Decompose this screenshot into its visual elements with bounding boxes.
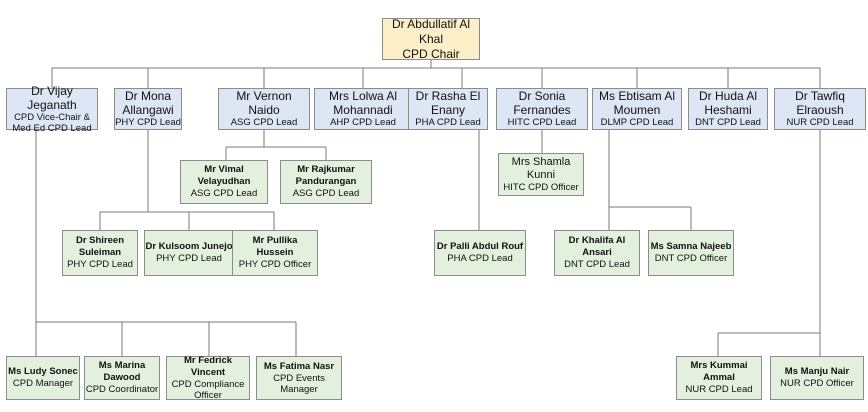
staff-role: HITC CPD Officer [503, 181, 579, 193]
staff-box-phy-shireen: Dr Shireen Suleiman PHY CPD Lead [62, 230, 138, 276]
lead-name: Mrs Lolwa Al Mohannadi [328, 89, 398, 118]
lead-box-hitc: Dr Sonia Fernandes HITC CPD Lead [496, 88, 588, 130]
lead-name: Dr Sonia Fernandes [513, 89, 571, 118]
lead-box-ahp: Mrs Lolwa Al Mohannadi AHP CPD Lead [314, 88, 412, 130]
staff-box-meded-ludy: Ms Ludy Sonec CPD Manager [6, 356, 80, 400]
lead-name: Dr Huda Al Heshami [698, 89, 758, 118]
staff-role: ASG CPD Lead [190, 188, 258, 200]
lead-box-phy: Dr Mona Allangawi PHY CPD Lead [114, 88, 182, 130]
staff-role: DNT CPD Lead [564, 259, 630, 271]
lead-name: Ms Ebtisam Al Moumen [598, 89, 676, 118]
staff-name: Dr Khalifa Al Ansari [568, 235, 626, 259]
lead-name: Dr Mona Allangawi [122, 89, 174, 118]
lead-box-meded: Dr Vijay Jeganath CPD Vice-Chair & Med E… [6, 84, 98, 134]
staff-box-dnt-khalifa: Dr Khalifa Al Ansari DNT CPD Lead [554, 230, 640, 276]
staff-name: Mrs Kummai Ammal [690, 360, 748, 384]
staff-box-nur-kummai: Mrs Kummai Ammal NUR CPD Lead [676, 356, 762, 400]
staff-name: Dr Kulsoom Junejo [145, 241, 233, 253]
staff-name: Mr Rajkumar Pandurangan [295, 164, 357, 188]
lead-role: NUR CPD Lead [786, 117, 854, 129]
staff-box-meded-fedrick: Mr Fedrick Vincent CPD Compliance Office… [166, 354, 250, 402]
chair-box: Dr Abdullatif Al Khal CPD Chair [382, 16, 480, 61]
lead-role: DLMP CPD Lead [600, 117, 674, 129]
lead-role: AHP CPD Lead [330, 117, 396, 129]
staff-box-nur-manju: Ms Manju Nair NUR CPD Officer [770, 356, 864, 400]
staff-box-pha-palli: Dr Palli Abdul Rouf PHA CPD Lead [434, 230, 526, 276]
lead-role: ASG CPD Lead [230, 117, 298, 129]
lead-role: HITC CPD Lead [507, 117, 577, 129]
staff-box-phy-pullika: Mr Pullika Hussein PHY CPD Officer [232, 230, 318, 276]
staff-role: CPD Manager [12, 378, 74, 390]
staff-name: Mrs Shamla Kunni [511, 155, 571, 181]
staff-name: Ms Manju Nair [784, 366, 850, 378]
lead-name: Mr Vernon Naido [236, 89, 292, 118]
staff-name: Ms Samna Najeeb [650, 241, 732, 253]
staff-role: CPD Coordinator [85, 384, 159, 396]
staff-name: Mr Vimal Velayudhan [197, 164, 251, 188]
staff-role: DNT CPD Officer [654, 253, 728, 265]
lead-name: Dr Vijay Jeganath [27, 83, 77, 112]
staff-role: ASG CPD Lead [292, 188, 360, 200]
lead-box-dlmp: Ms Ebtisam Al Moumen DLMP CPD Lead [592, 88, 682, 130]
lead-box-dnt: Dr Huda Al Heshami DNT CPD Lead [688, 88, 768, 130]
staff-role: PHY CPD Lead [67, 259, 133, 271]
staff-name: Mr Fedrick Vincent [183, 354, 233, 378]
lead-role: DNT CPD Lead [695, 117, 761, 129]
chair-name: Dr Abdullatif Al Khal [391, 16, 471, 46]
staff-name: Dr Shireen Suleiman [75, 235, 125, 259]
lead-name: Dr Tawfiq Elraoush [795, 89, 845, 118]
lead-box-nur: Dr Tawfiq Elraoush NUR CPD Lead [774, 88, 866, 130]
staff-box-meded-fatima: Ms Fatima Nasr CPD Events Manager [256, 356, 342, 400]
staff-role: PHA CPD Lead [447, 253, 513, 265]
staff-box-asg-vimal: Mr Vimal Velayudhan ASG CPD Lead [180, 160, 268, 204]
staff-role: CPD Events Manager [273, 372, 325, 396]
staff-box-hitc-shamla: Mrs Shamla Kunni HITC CPD Officer [498, 153, 584, 196]
lead-role: CPD Vice-Chair & Med Ed CPD Lead [12, 111, 92, 135]
lead-role: PHY CPD Lead [115, 117, 181, 129]
lead-box-asg: Mr Vernon Naido ASG CPD Lead [218, 88, 310, 130]
lead-role: PHA CPD Lead [415, 117, 481, 129]
staff-role: NUR CPD Lead [685, 384, 753, 396]
staff-role: CPD Compliance Officer [171, 378, 245, 402]
lead-name: Dr Rasha El Enany [415, 89, 481, 118]
staff-box-asg-rajkumar: Mr Rajkumar Pandurangan ASG CPD Lead [280, 160, 372, 204]
staff-role: PHY CPD Lead [156, 253, 222, 265]
chair-role: CPD Chair [402, 46, 460, 61]
staff-name: Mr Pullika Hussein [252, 235, 298, 259]
staff-box-meded-marina: Ms Marina Dawood CPD Coordinator [84, 356, 160, 400]
staff-name: Ms Fatima Nasr [263, 360, 335, 372]
staff-name: Dr Palli Abdul Rouf [436, 241, 524, 253]
staff-box-phy-kulsoom: Dr Kulsoom Junejo PHY CPD Lead [144, 230, 234, 276]
staff-role: NUR CPD Officer [780, 378, 854, 390]
lead-box-pha: Dr Rasha El Enany PHA CPD Lead [408, 88, 488, 130]
staff-role: PHY CPD Officer [238, 259, 312, 271]
staff-name: Ms Marina Dawood [98, 360, 146, 384]
staff-name: Ms Ludy Sonec [8, 366, 78, 378]
staff-box-dnt-samna: Ms Samna Najeeb DNT CPD Officer [648, 230, 734, 276]
